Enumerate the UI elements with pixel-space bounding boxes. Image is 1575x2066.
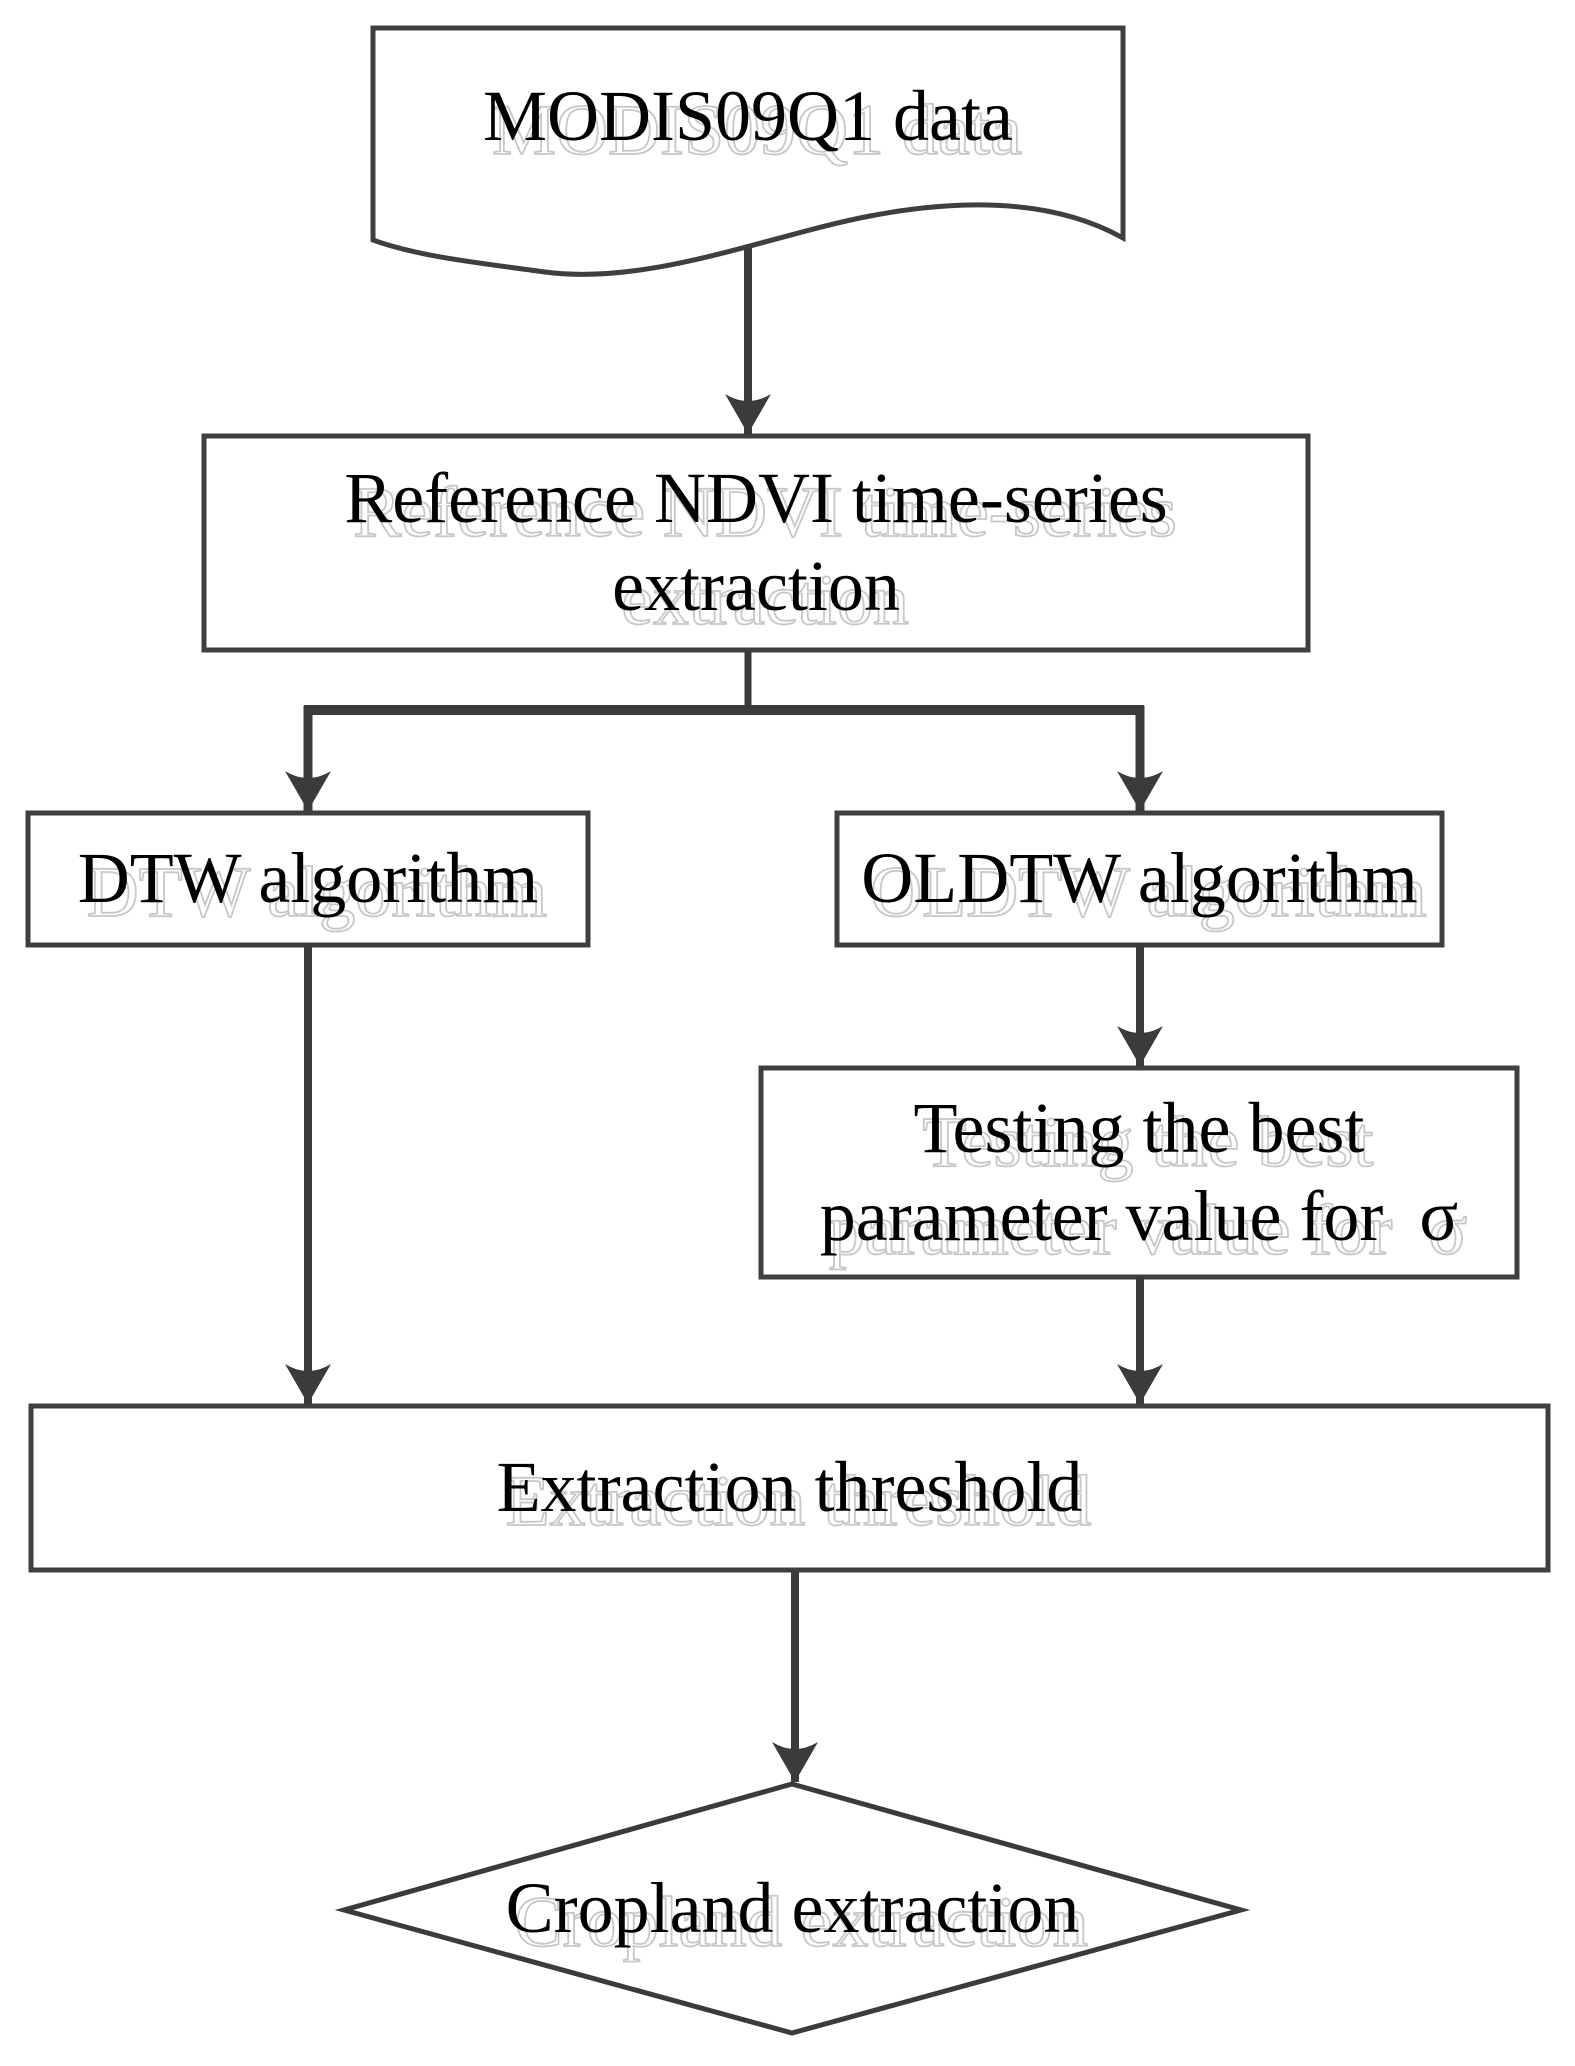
node-label-reference-line1: Reference NDVI time-series: [344, 455, 1176, 557]
node-label-dtw-text: DTW algorithm: [78, 835, 547, 937]
node-label-cropland: Cropland extraction: [344, 1784, 1241, 2033]
node-label-reference: Reference NDVI time-series extraction: [204, 436, 1308, 650]
node-label-reference-line2: extraction: [612, 543, 909, 645]
node-label-testing-line1: Testing the best: [914, 1085, 1374, 1187]
node-label-oldtw: OLDTW algorithm: [837, 813, 1442, 945]
node-label-threshold-text: Extraction threshold: [497, 1444, 1092, 1546]
node-label-threshold: Extraction threshold: [31, 1406, 1548, 1570]
node-label-dtw: DTW algorithm: [28, 813, 588, 945]
node-label-oldtw-text: OLDTW algorithm: [861, 835, 1426, 937]
node-label-modis: MODIS09Q1 data: [373, 28, 1123, 206]
node-label-modis-text: MODIS09Q1 data: [483, 73, 1022, 175]
node-label-testing: Testing the best parameter value for σ: [761, 1068, 1517, 1277]
node-label-cropland-text: Cropland extraction: [506, 1865, 1089, 1967]
node-label-testing-line2: parameter value for σ: [820, 1173, 1468, 1275]
